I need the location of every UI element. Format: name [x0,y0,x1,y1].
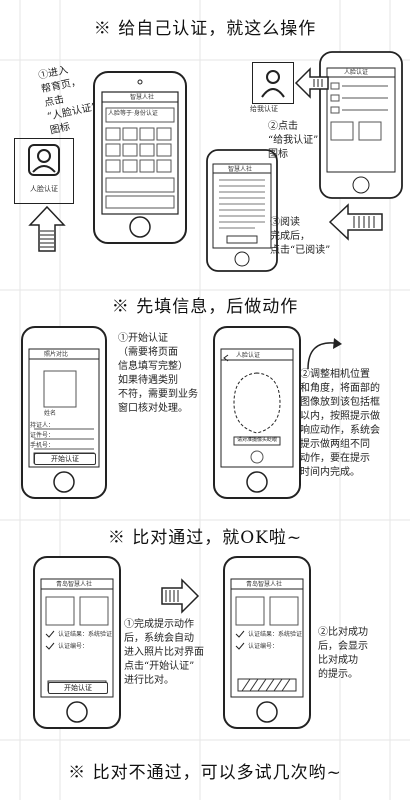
step3-note: ③阅读 完成后， 点击“已阅读” [270,217,331,256]
person-icon [261,70,285,98]
phone6-check-1: 认证结果：系统验证 [58,631,113,638]
step5-note: ②调整相机位置 和角度，将面部的 图像放到该包括框 以内，按照提示做 响应动作，… [300,369,380,478]
phone-step3 [206,149,278,272]
arrow-left-icon [328,203,383,241]
verify-me-icon-label: 给我认证 [250,105,278,113]
step2-note: ②点击 “给我认证” 图标 [268,121,319,160]
phone3-title: 智慧人社 [228,166,253,173]
step4-note: ①开始认证 （需要将页面 信息填写完整） 如果待遇类别 不符，需要到业务 窗口核… [118,333,198,414]
curl-arrow-icon [307,338,342,370]
phone6-check-2: 认证编号： [58,643,89,650]
arrow-left-icon [294,67,329,99]
phone-step2 [319,51,403,199]
section-title-3: ※ 比对通过，就OK啦~ [107,528,303,548]
person-icon [28,144,60,176]
phone5-title: 人脸认证 [236,352,261,359]
phone7-check-1: 认证结果：系统验证 [248,631,303,638]
phone4-name-label: 姓名 [44,410,57,417]
phone-step7 [223,556,311,729]
blink-hint: 请对准摄像头眨眼 [236,437,277,443]
phone1-title: 智慧人社 [130,94,155,101]
face-auth-icon-label: 人脸认证 [30,185,58,193]
phone2-title: 人脸认证 [344,69,369,76]
start-auth-button[interactable]: 开始认证 [34,453,96,465]
step7-note: ②比对成功 后，会显示 比对成功 的提示。 [318,627,368,680]
phone1-banner: 人脸等于·身份认证 [108,110,158,117]
start-compare-button[interactable]: 开始认证 [48,682,108,694]
phone6-title: 青岛智慧人社 [56,581,93,588]
arrow-right-icon [161,578,200,614]
phone4-title: 照片对比 [44,351,69,358]
phone4-label-holder: 持证人： [30,422,55,429]
phone4-label-phone: 手机号： [30,442,55,449]
phone7-check-2: 认证编号： [248,643,279,650]
phone7-title: 青岛智慧人社 [246,581,283,588]
section-title-4: ※ 比对不通过，可以多试几次哟~ [68,763,342,783]
section-title-1: ※ 给自己认证，就这么操作 [93,19,317,39]
phone-step1 [93,71,187,244]
arrow-up-icon [28,205,66,252]
phone-step5 [213,326,301,499]
step6-note: ①完成提示动作 后，系统会自动 进入照片比对界面 点击“开始认证” 进行比对。 [124,619,204,686]
phone4-label-id: 证件号： [30,432,55,439]
verify-me-icon-box[interactable] [252,62,294,104]
section-title-2: ※ 先填信息，后做动作 [111,297,299,317]
face-auth-icon-box: 人脸认证 [14,138,74,204]
